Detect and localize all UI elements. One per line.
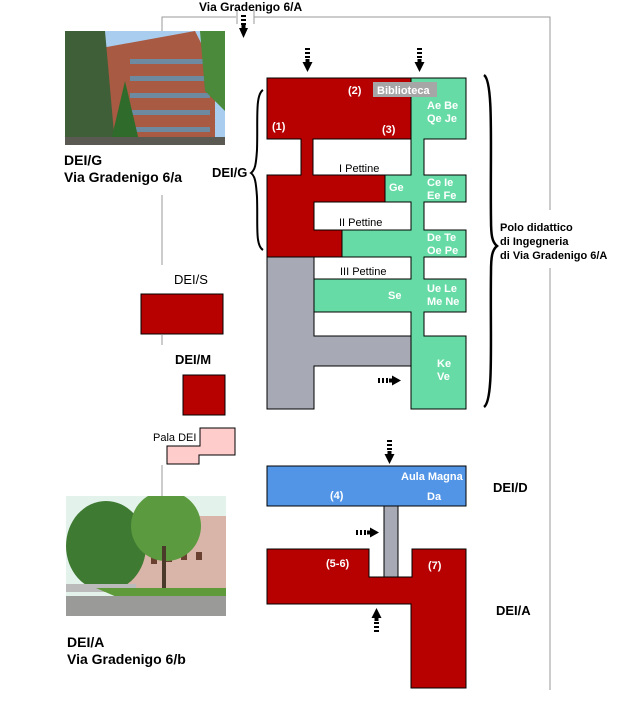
dei-s-label: DEI/S [174,272,208,287]
classroom-ve: Ve [437,371,450,383]
caption-dei-g-line2: Via Gradenigo 6/a [64,169,183,185]
pala-dei-label: Pala DEI [153,432,196,444]
classroom-ce-ie: Ce Ie [427,177,453,189]
classroom-oe-pe: Oe Pe [427,245,458,257]
entrance-arrow-main [239,15,248,38]
photo-dei-a [66,496,226,616]
building-dei-a[interactable] [266,548,467,689]
caption-dei-g: DEI/G Via Gradenigo 6/a [64,152,182,186]
photo-dei-a-art [66,496,226,616]
polo-line-1: Polo didattico [500,222,573,234]
label-1: (1) [272,121,286,133]
label-se: Se [388,290,401,302]
building-pala-dei[interactable] [166,427,236,465]
green-teaching-wing [313,77,467,410]
classroom-me-ne: Me Ne [427,296,459,308]
gray-connector-d-a [383,505,399,579]
label-3: (3) [382,124,396,136]
pettine-1-label: I Pettine [339,163,379,175]
entrance-arrow-connector [356,527,379,538]
aula-magna-label: Aula Magna [401,471,464,483]
label-5-6: (5-6) [326,558,350,570]
label-7: (7) [428,560,442,572]
building-dei-m[interactable] [182,374,226,416]
entrance-arrow-dei-a [371,608,382,632]
classroom-qe-je: Qe Je [427,113,457,125]
biblioteca-tag [373,82,437,97]
brace-dei-g [249,89,264,251]
biblioteca-label: Biblioteca [377,85,430,97]
photo-dei-g-art [65,31,225,145]
label-4: (4) [330,490,344,502]
connector-lines [161,10,551,690]
pettine-3-label: III Pettine [340,266,386,278]
classroom-ae-be: Ae Be [427,100,458,112]
caption-dei-a-line2: Via Gradenigo 6/b [67,651,186,667]
classroom-de-te: De Te [427,232,456,244]
label-ge: Ge [389,182,404,194]
brace-polo [483,73,499,409]
dei-d-label: DEI/D [493,480,528,495]
building-dei-s[interactable] [140,293,224,335]
dei-m-label: DEI/M [175,352,211,367]
caption-dei-a: DEI/A Via Gradenigo 6/b [67,634,186,668]
building-dei-g[interactable] [266,77,467,410]
label-da: Da [427,491,442,503]
pettine-2-label: II Pettine [339,217,382,229]
building-dei-d[interactable] [266,465,467,507]
address-title: Via Gradenigo 6/A [199,0,302,14]
entrance-arrow-side-corridor [378,375,401,386]
classroom-ke: Ke [437,358,451,370]
dei-g-side-label: DEI/G [212,165,247,180]
classroom-ue-le: Ue Le [427,283,457,295]
polo-line-3: di Via Gradenigo 6/A [500,250,608,262]
caption-dei-g-line1: DEI/G [64,152,103,168]
classroom-ee-fe: Ee Fe [427,190,456,202]
photo-dei-g [65,31,225,145]
polo-didattico-label: Polo didattico di Ingegneria di Via Grad… [500,221,608,263]
entrance-arrow-dei-d [384,440,395,464]
polo-line-2: di Ingegneria [500,236,569,248]
label-2: (2) [348,85,362,97]
entrance-arrow-left [302,48,313,72]
caption-dei-a-line1: DEI/A [67,634,105,650]
entrance-arrow-right [414,48,425,72]
dei-a-side-label: DEI/A [496,603,531,618]
red-wing-dei-g [266,77,412,258]
